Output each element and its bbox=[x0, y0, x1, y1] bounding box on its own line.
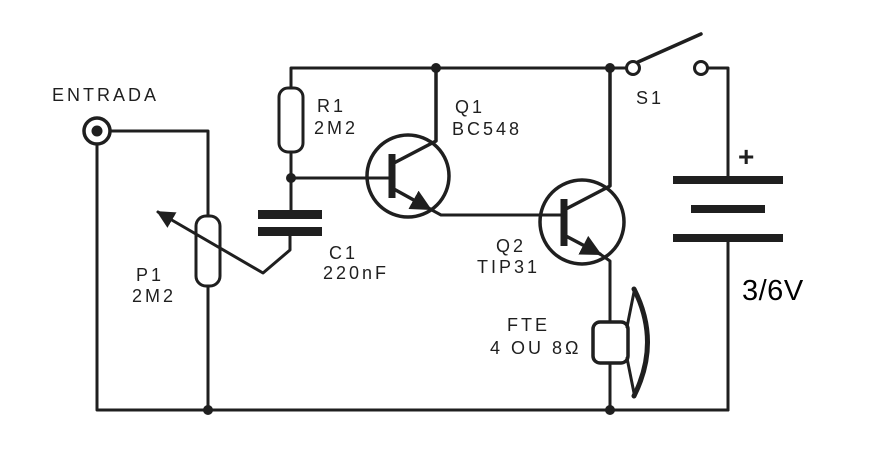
q2-value-label: TIP31 bbox=[477, 257, 540, 277]
c1-ref-label: C1 bbox=[329, 243, 358, 263]
q1-value-label: BC548 bbox=[452, 119, 522, 139]
r1-ref-label: R1 bbox=[317, 96, 346, 116]
switch-s1: S1 bbox=[625, 32, 709, 108]
input-label: ENTRADA bbox=[52, 85, 159, 105]
capacitor-plate-top-icon bbox=[258, 210, 322, 219]
capacitor-c1: C1 220nF bbox=[258, 210, 389, 283]
junction-dot bbox=[605, 63, 615, 73]
s1-ref-label: S1 bbox=[636, 88, 664, 108]
potentiometer-p1: P1 2M2 bbox=[132, 210, 292, 306]
junction-dot bbox=[203, 405, 213, 415]
transistor-circle-icon bbox=[365, 133, 451, 219]
speaker-cone-top-link-icon bbox=[625, 290, 636, 329]
q1-collector-lead bbox=[390, 66, 438, 166]
wire-q1-emitter-to-q2-base bbox=[428, 207, 564, 217]
battery: + 3/6V bbox=[673, 141, 804, 307]
wire-q2-emitter-to-speaker bbox=[598, 252, 612, 324]
junction-dot bbox=[431, 63, 441, 73]
junction-dot bbox=[286, 173, 296, 183]
speaker-cone-icon bbox=[631, 286, 650, 399]
wire-switch-to-battery bbox=[706, 66, 730, 178]
q2-emitter-arrow-icon bbox=[562, 233, 602, 256]
transistor-q2: Q2 TIP31 bbox=[477, 66, 626, 277]
junction-dots bbox=[203, 63, 615, 415]
transistor-q1: Q1 BC548 bbox=[365, 66, 522, 219]
jack-pin-icon bbox=[91, 125, 103, 137]
battery-plate-bottom-icon bbox=[673, 234, 783, 242]
speaker-cone-bottom-link-icon bbox=[625, 356, 636, 395]
speaker-value-label: 4 OU 8Ω bbox=[490, 338, 581, 358]
speaker-ref-label: FTE bbox=[507, 315, 550, 335]
battery-polarity-label: + bbox=[738, 141, 754, 172]
c1-value-label: 220nF bbox=[323, 263, 389, 283]
p1-ref-label: P1 bbox=[136, 265, 164, 285]
junction-dot bbox=[605, 405, 615, 415]
speaker-driver-icon bbox=[591, 320, 630, 365]
wires bbox=[95, 66, 730, 412]
wire-ground-rail bbox=[95, 142, 730, 412]
battery-plate-top-icon bbox=[673, 176, 783, 184]
q1-emitter-arrow-icon bbox=[390, 186, 432, 211]
q2-ref-label: Q2 bbox=[496, 236, 526, 256]
potentiometer-body-icon bbox=[194, 214, 222, 288]
q2-collector-lead bbox=[562, 66, 612, 212]
switch-contact-left-icon bbox=[625, 60, 641, 76]
potentiometer-wiper-arrow-icon bbox=[156, 210, 292, 275]
p1-value-label: 2M2 bbox=[132, 286, 176, 306]
switch-contact-right-icon bbox=[693, 60, 709, 76]
switch-lever-icon bbox=[636, 32, 703, 64]
battery-value-label: 3/6V bbox=[742, 275, 804, 307]
capacitor-plate-bottom-icon bbox=[258, 227, 322, 236]
wire-top-rail bbox=[289, 66, 628, 90]
wire-input-to-p1 bbox=[108, 129, 210, 218]
q1-ref-label: Q1 bbox=[455, 97, 485, 117]
speaker-fte: FTE 4 OU 8Ω bbox=[490, 286, 650, 399]
resistor-r1: R1 2M2 bbox=[277, 86, 358, 154]
battery-plate-middle-icon bbox=[691, 205, 765, 213]
r1-value-label: 2M2 bbox=[314, 118, 358, 138]
input-jack: ENTRADA bbox=[52, 85, 159, 146]
transistor-circle-icon bbox=[538, 178, 626, 266]
resistor-body-icon bbox=[277, 86, 305, 154]
